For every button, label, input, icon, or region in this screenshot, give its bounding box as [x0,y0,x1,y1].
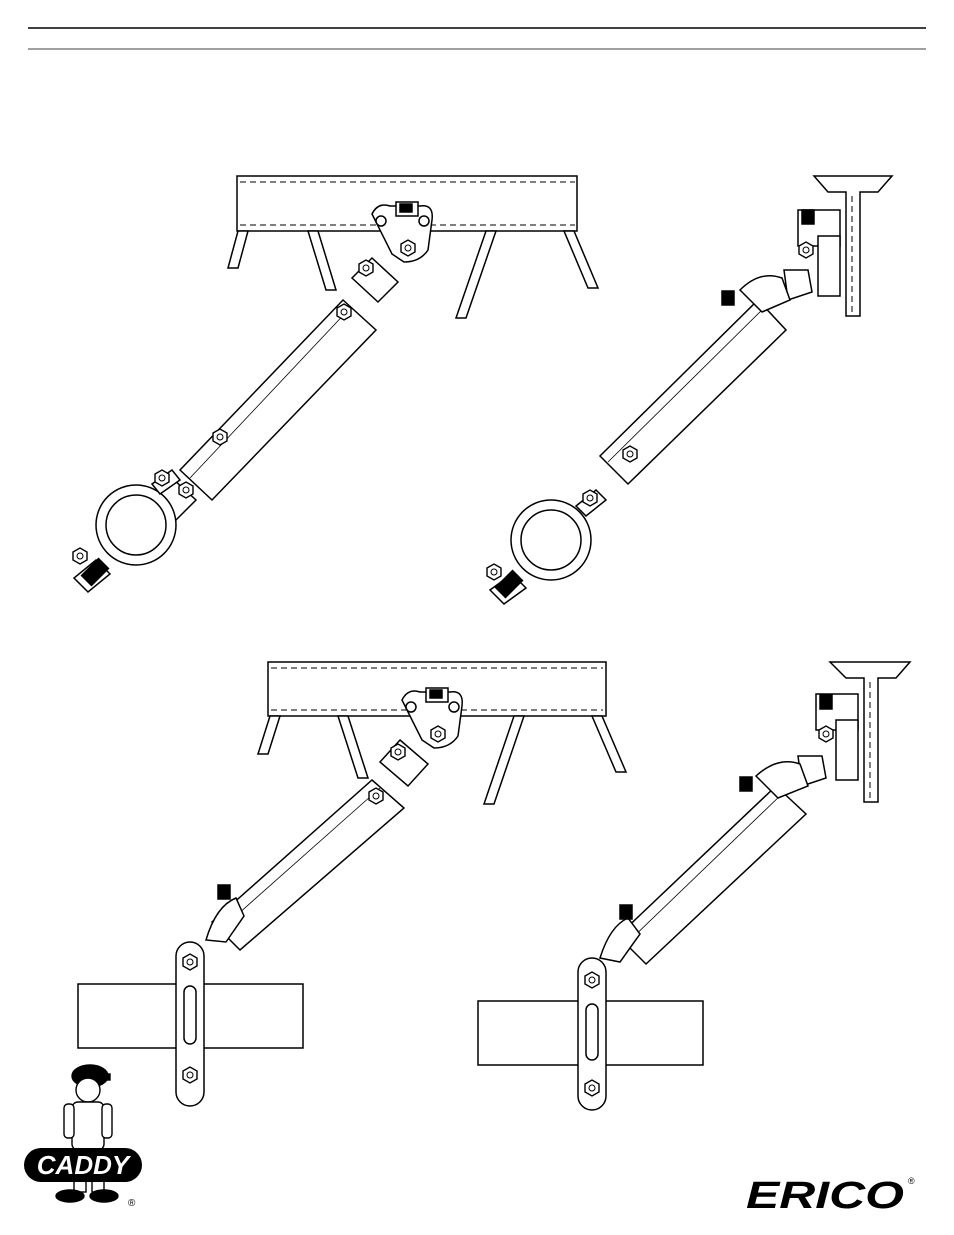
strut-arm [206,740,428,950]
header-rules [28,28,926,49]
beam-clamp [372,202,432,262]
strut-arm [600,276,790,484]
caddy-logo: CADDY ® [24,1065,142,1209]
strap-bracket [78,942,303,1106]
flange-clamp [784,210,840,300]
erico-logo: ERICO ® [746,1175,915,1217]
flange-clamp [798,694,858,786]
pipe-ring-hanger [487,490,606,604]
pipe-ring-hanger [73,470,180,592]
beam-clamp [402,688,462,748]
figure-flange-mount-strap [478,662,910,1110]
figure-flange-mount-pipe-ring [487,176,892,604]
erico-logo-text: ERICO [746,1175,904,1217]
caddy-registered-mark: ® [128,1198,136,1209]
strut-arm [152,258,398,520]
caddy-logo-text: CADDY [37,1150,132,1180]
erico-registered-mark: ® [908,1176,915,1186]
strut-arm [600,762,808,964]
strap-bracket [478,958,703,1110]
